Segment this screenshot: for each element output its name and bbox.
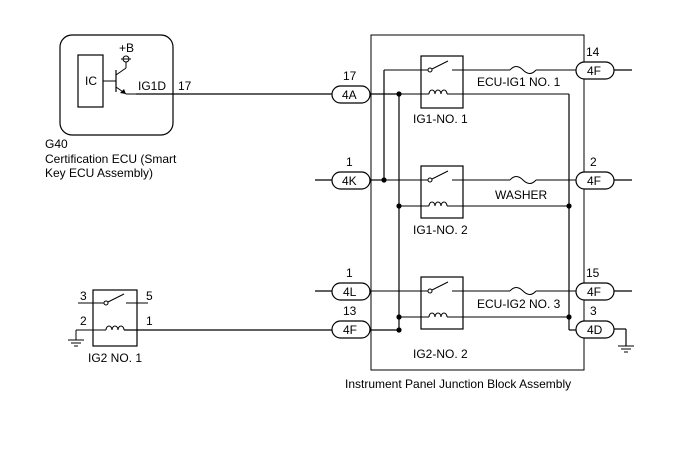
fuse-icon bbox=[509, 66, 537, 74]
junction-block-label: Instrument Panel Junction Block Assembly bbox=[345, 377, 571, 391]
relay-label: IG2-NO. 2 bbox=[413, 347, 468, 361]
switch-contact-icon bbox=[427, 177, 433, 183]
switch-contact-icon bbox=[427, 67, 433, 73]
right-connector-4f-2: 4F 2 bbox=[575, 155, 632, 190]
fuse-label: ECU-IG1 NO. 1 bbox=[477, 75, 561, 89]
ic-label: IC bbox=[85, 74, 97, 88]
ig2-no1-relay-box bbox=[92, 289, 138, 347]
connector-pin: 1 bbox=[346, 266, 353, 280]
transistor-icon bbox=[103, 62, 136, 95]
left-connector-4k: 4K 1 bbox=[315, 155, 371, 190]
ig2-pin-top-right: 5 bbox=[146, 289, 153, 303]
power-label: +B bbox=[119, 41, 134, 55]
ig2-no1-relay: 3 5 2 1 IG2 NO. 1 bbox=[68, 289, 332, 365]
ecu-name-line2: Key ECU Assembly) bbox=[45, 166, 153, 180]
relay-ig1-no2: IG1-NO. 2 bbox=[413, 165, 468, 237]
switch-blade-icon bbox=[107, 293, 125, 303]
relay-label: IG1-NO. 2 bbox=[413, 223, 468, 237]
connector-name: 4F bbox=[587, 174, 601, 188]
switch-contact-icon bbox=[103, 300, 109, 306]
coil-icon bbox=[428, 201, 448, 207]
ground-icon bbox=[68, 330, 84, 347]
switch-contact-icon bbox=[427, 288, 433, 294]
ground-icon bbox=[618, 345, 634, 353]
ecu-code: G40 bbox=[45, 137, 68, 151]
ig2-pin-top-left: 3 bbox=[80, 289, 87, 303]
connector-name: 4K bbox=[342, 174, 357, 188]
connector-pin: 15 bbox=[586, 266, 600, 280]
coil-icon bbox=[105, 325, 125, 331]
fuse-ecu-ig2-no3: ECU-IG2 NO. 3 bbox=[477, 287, 561, 311]
fuse-label: ECU-IG2 NO. 3 bbox=[477, 297, 561, 311]
fuse-icon bbox=[509, 176, 537, 184]
relay-ig1-no1: IG1-NO. 1 bbox=[413, 55, 468, 126]
connector-pin: 13 bbox=[343, 304, 357, 318]
fuse-ecu-ig1-no1: ECU-IG1 NO. 1 bbox=[477, 66, 561, 89]
fuse-washer: WASHER bbox=[495, 176, 548, 202]
right-connector-4d: 4D 3 bbox=[575, 304, 634, 353]
certification-ecu: IC +B IG1D 17 G40 Certification ECU (Sma… bbox=[45, 34, 192, 180]
connector-pin: 17 bbox=[343, 69, 357, 83]
left-connector-4f: 4F 13 bbox=[331, 304, 371, 339]
connector-pin: 3 bbox=[590, 304, 597, 318]
ig2-pin-bottom-left: 2 bbox=[80, 314, 87, 328]
switch-blade-icon bbox=[431, 281, 449, 291]
ecu-connector-label: IG1D bbox=[138, 79, 166, 93]
power-terminal-icon bbox=[121, 55, 131, 63]
connector-pin: 2 bbox=[590, 155, 597, 169]
ecu-pin: 17 bbox=[178, 79, 192, 93]
connector-pin: 1 bbox=[346, 155, 353, 169]
connector-name: 4F bbox=[343, 323, 357, 337]
fuse-label: WASHER bbox=[495, 188, 548, 202]
fuse-icon bbox=[509, 287, 537, 295]
internal-wiring bbox=[370, 69, 576, 333]
ic-box bbox=[77, 54, 104, 108]
connector-name: 4A bbox=[342, 88, 357, 102]
relay-ig2-no2: IG2-NO. 2 bbox=[413, 276, 468, 361]
left-connector-4l: 4L 1 bbox=[315, 266, 371, 301]
ig2-pin-bottom-right: 1 bbox=[146, 314, 153, 328]
connector-pin: 14 bbox=[586, 45, 600, 59]
left-connector-4a: 4A 17 bbox=[331, 69, 371, 104]
junction-block-outline bbox=[370, 34, 585, 371]
connector-name: 4L bbox=[343, 285, 357, 299]
connector-name: 4D bbox=[587, 323, 603, 337]
coil-icon bbox=[428, 89, 448, 95]
connector-name: 4F bbox=[587, 64, 601, 78]
switch-blade-icon bbox=[431, 170, 449, 180]
relay-label: IG1-NO. 1 bbox=[413, 112, 468, 126]
ecu-name-line1: Certification ECU (Smart bbox=[45, 152, 177, 166]
ig2-relay-label: IG2 NO. 1 bbox=[88, 351, 142, 365]
right-connector-4f-14: 4F 14 bbox=[575, 45, 632, 80]
switch-blade-icon bbox=[431, 60, 449, 70]
coil-icon bbox=[428, 312, 448, 318]
connector-name: 4F bbox=[587, 285, 601, 299]
